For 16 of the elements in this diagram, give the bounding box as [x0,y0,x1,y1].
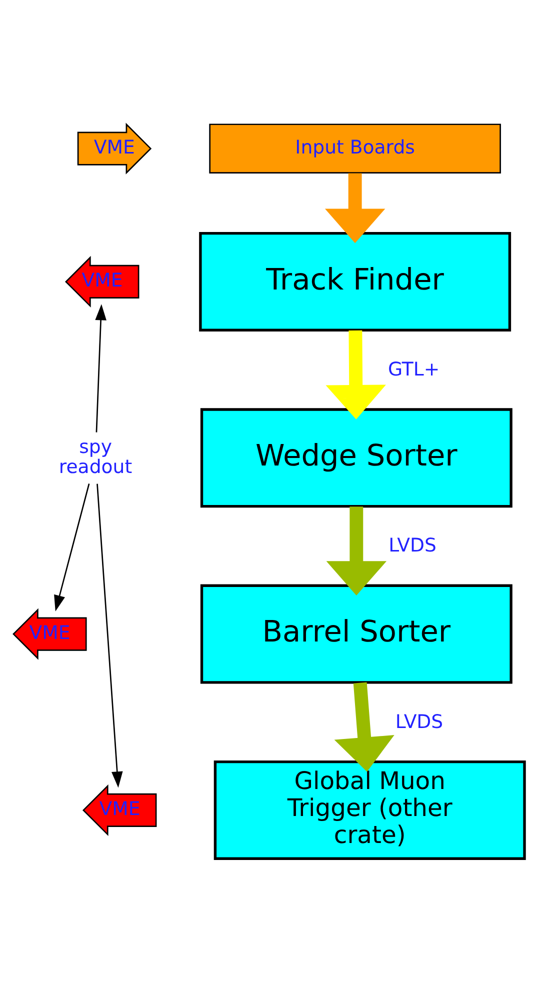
edge-label: LVDS [395,712,444,733]
node-box: Wedge Sorter [200,408,512,508]
node-box: Barrel Sorter [200,584,512,684]
edge-label: LVDS [388,536,436,557]
arrow [96,484,123,788]
arrow [326,506,387,596]
node-box: Track Finder [199,232,512,332]
node-box: Input Boards [209,124,501,174]
arrow [54,484,90,612]
edge-label: GTL+ [388,359,440,380]
node-box: Global Muon Trigger (other crate) [214,760,526,860]
arrow [334,682,394,772]
arrow [324,173,386,244]
node-text: spy readout [58,436,132,478]
arrow [95,304,106,432]
arrow [326,330,386,420]
